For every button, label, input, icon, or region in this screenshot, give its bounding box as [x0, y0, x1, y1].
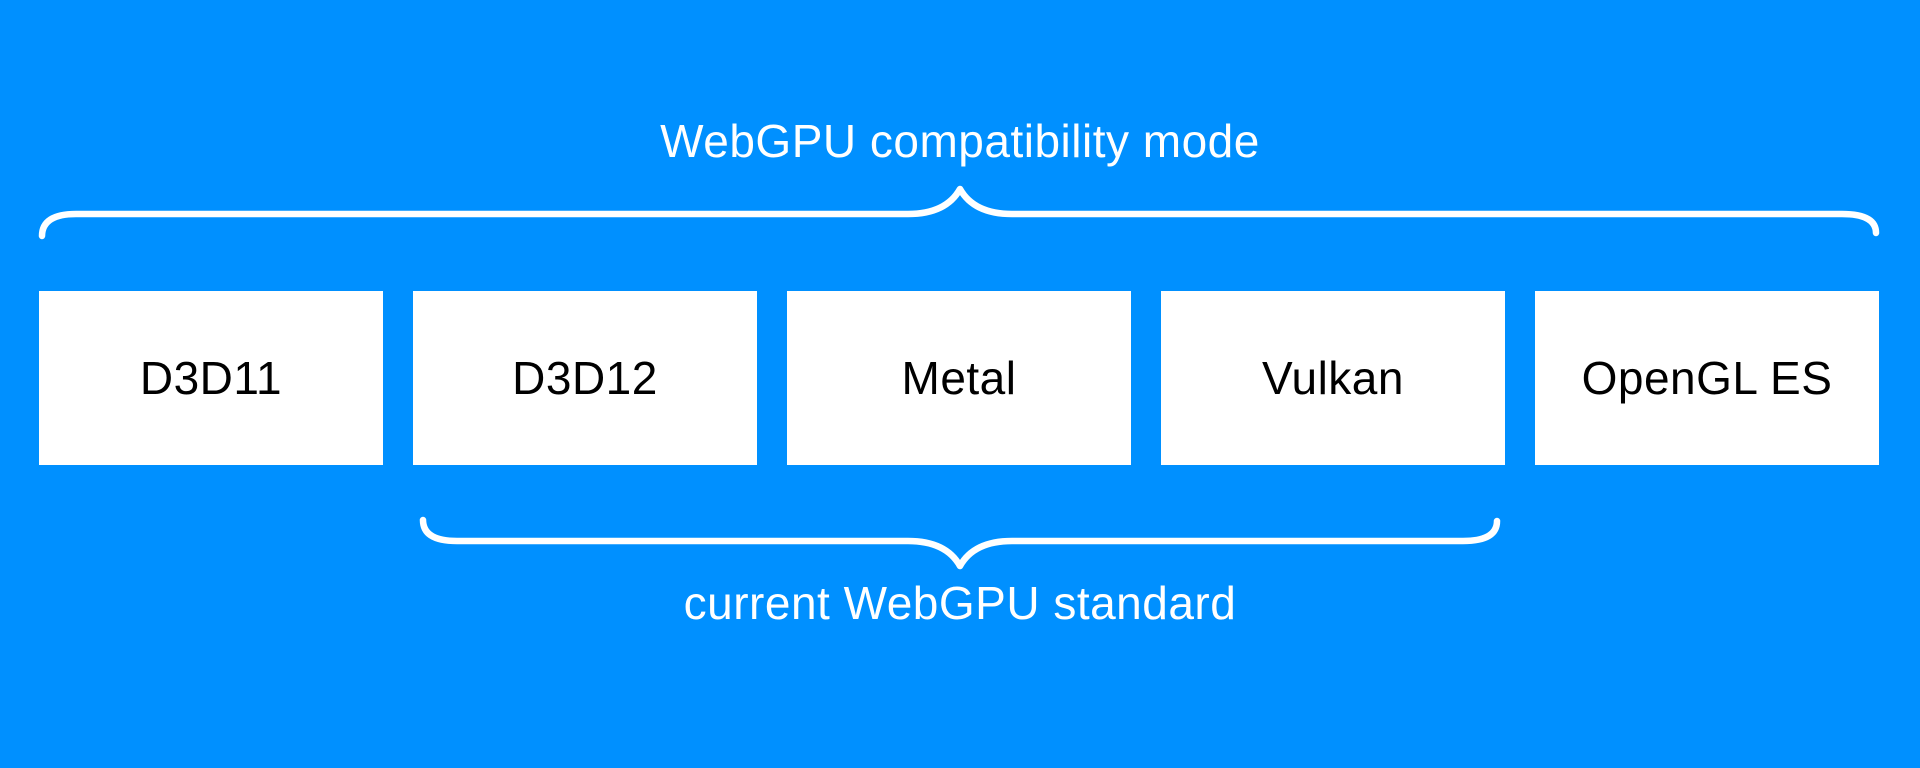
api-box-vulkan: Vulkan: [1161, 291, 1505, 465]
top-brace: [38, 185, 1880, 240]
api-box-d3d11: D3D11: [39, 291, 383, 465]
bottom-brace: [419, 516, 1501, 570]
bottom-caption: current WebGPU standard: [683, 577, 1237, 629]
api-box-d3d12: D3D12: [413, 291, 757, 465]
api-box-metal: Metal: [787, 291, 1131, 465]
top-caption: WebGPU compatibility mode: [660, 115, 1260, 167]
api-boxes-row: D3D11 D3D12 Metal Vulkan OpenGL ES: [39, 291, 1879, 465]
api-box-opengl-es: OpenGL ES: [1535, 291, 1879, 465]
